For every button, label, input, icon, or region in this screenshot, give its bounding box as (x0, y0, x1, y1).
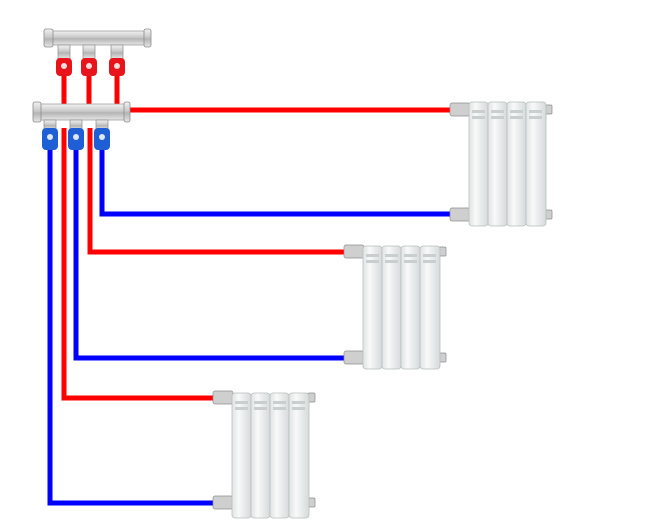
pipes (47, 76, 452, 506)
return-valve-3 (94, 128, 110, 150)
radiator-2-sections (362, 245, 441, 370)
radiator-2 (343, 244, 447, 370)
return-pipe-3 (47, 150, 215, 506)
supply-manifold (43, 28, 152, 76)
return-pipe-1 (99, 150, 452, 217)
supply-pipe-3 (61, 128, 215, 401)
radiator-3-fins (235, 401, 305, 410)
supply-valves (56, 58, 125, 76)
supply-outlets (57, 44, 124, 60)
return-manifold-body (37, 103, 129, 121)
radiator-1-sections (468, 101, 547, 227)
radiator-3-sections (231, 392, 310, 519)
radiator-3 (212, 390, 316, 519)
return-valve-2 (68, 128, 84, 150)
return-pipe-2 (73, 150, 346, 361)
return-manifold-end-left (32, 101, 42, 123)
supply-manifold-end-right (143, 28, 152, 48)
radiator-2-fins (366, 254, 436, 263)
supply-manifold-body (49, 30, 147, 46)
return-valve-1 (42, 128, 58, 150)
supply-pipe-2 (87, 128, 346, 255)
supply-valve-1 (56, 58, 72, 76)
return-manifold (32, 101, 131, 150)
radiator-3-fittings (212, 390, 316, 510)
radiator-1 (449, 101, 553, 227)
supply-valve-2 (81, 58, 97, 76)
radiator-1-fittings (449, 102, 553, 222)
return-manifold-end-right (123, 101, 131, 123)
supply-manifold-end-left (43, 28, 54, 48)
return-valves (42, 128, 110, 150)
supply-valve-3 (109, 58, 125, 76)
radiator-1-fins (472, 110, 542, 119)
